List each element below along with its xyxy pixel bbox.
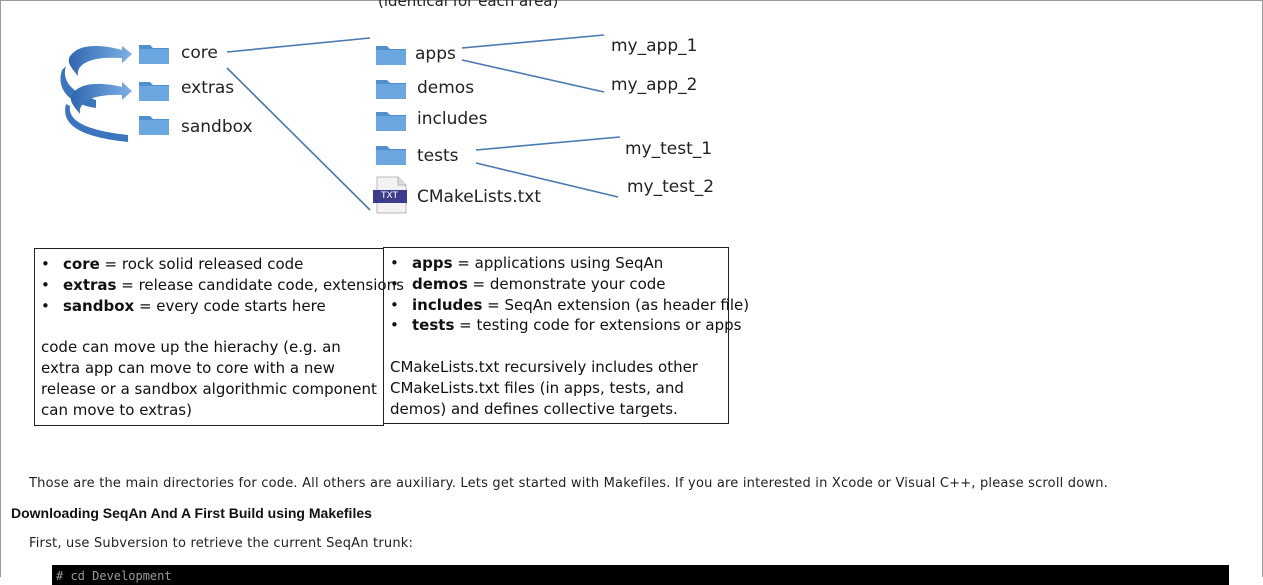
area-sandbox: sandbox [181, 117, 253, 137]
folder-icon [375, 108, 407, 132]
code-block[interactable]: # cd Development [52, 565, 1229, 585]
subfolder-apps: apps [415, 44, 456, 64]
subfolder-tests: tests [417, 146, 459, 166]
example-my-test-1: my_test_1 [625, 139, 713, 159]
example-my-app-2: my_app_2 [611, 75, 698, 95]
cmakelists-file: CMakeLists.txt [417, 187, 542, 207]
folder-icon [375, 76, 407, 100]
line-apps-to-my-app-2 [461, 59, 605, 93]
cycle-arrow-lower [65, 82, 132, 142]
line-apps-to-my-app-1 [461, 34, 605, 49]
list-item: sandbox = every code starts here [41, 296, 377, 317]
list-item: core = rock solid released code [41, 254, 377, 275]
list-item: demos = demonstrate your code [390, 274, 722, 295]
intro-paragraph: Those are the main directories for code.… [29, 476, 1108, 491]
cmakelists-note: CMakeLists.txt recursively includes othe… [390, 358, 698, 418]
area-extras: extras [181, 78, 235, 98]
list-item: apps = applications using SeqAn [390, 253, 722, 274]
code-line: # cd Development [56, 569, 172, 583]
instruction-paragraph: First, use Subversion to retrieve the cu… [29, 536, 414, 551]
areas-description-box: core = rock solid released code extras =… [34, 248, 404, 426]
section-heading: Downloading SeqAn And A First Build usin… [11, 505, 372, 521]
folder-icon [138, 41, 170, 65]
folder-icon [138, 78, 170, 102]
subfolder-demos: demos [417, 78, 475, 98]
diagram-connectors [60, 34, 621, 211]
diagram-caption: (identical for each area) [378, 0, 559, 10]
folder-icon [375, 142, 407, 166]
folder-icon [138, 112, 170, 136]
folder-icon [375, 42, 407, 66]
subfolder-includes: includes [417, 109, 488, 129]
list-item: includes = SeqAn extension (as header fi… [390, 295, 749, 316]
example-my-app-1: my_app_1 [611, 36, 698, 56]
line-core-to-apps [226, 37, 371, 53]
list-item: tests = testing code for extensions or a… [390, 315, 741, 336]
txt-file-icon: TXT [373, 176, 409, 214]
line-tests-to-my-test-2 [475, 162, 619, 198]
subfolders-description-box: apps = applications using SeqAn demos = … [383, 247, 749, 424]
area-core: core [181, 43, 218, 63]
example-my-test-2: my_test_2 [627, 177, 715, 197]
line-core-to-cmakelists [226, 67, 371, 211]
list-item: extras = release candidate code, extensi… [41, 275, 404, 296]
txt-badge: TXT [381, 191, 399, 201]
line-tests-to-my-test-1 [475, 136, 621, 151]
areas-note: code can move up the hierachy (e.g. an e… [41, 338, 377, 419]
